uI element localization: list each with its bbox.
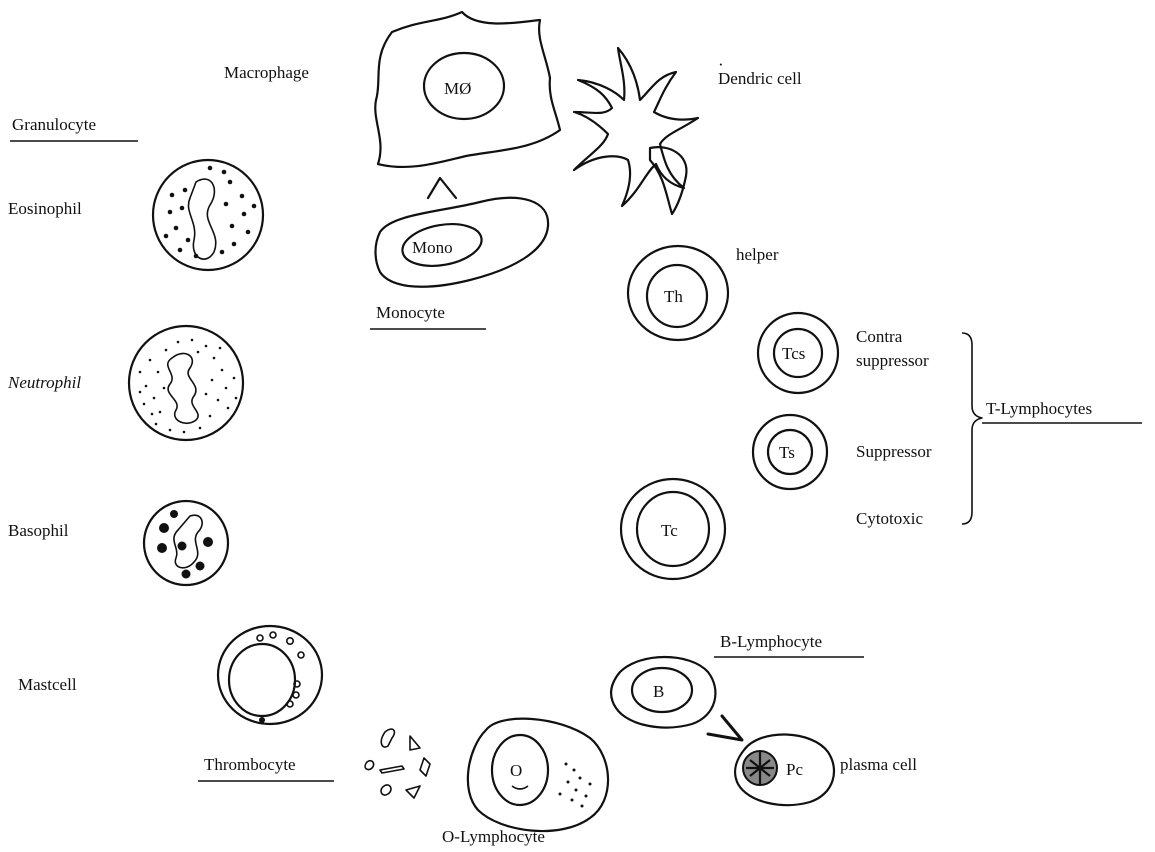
dendric-dot: · <box>718 55 724 74</box>
granulocyte-label: Granulocyte <box>12 115 96 134</box>
thrombocyte-platelets <box>365 729 430 798</box>
t-lymphocyte-brace <box>962 333 982 524</box>
mastcell-label: Mastcell <box>18 675 77 694</box>
contra-label: Contra <box>856 327 903 346</box>
o-lymphocyte-cell: O <box>468 719 608 831</box>
monocyte-cell: Mono <box>376 198 549 287</box>
eosinophil-label: Eosinophil <box>8 199 82 218</box>
granulocyte-heading: Granulocyte <box>10 115 138 141</box>
basophil-label: Basophil <box>8 521 69 540</box>
ts-cell: Ts <box>753 415 827 489</box>
b-to-plasma-arrow <box>708 716 742 740</box>
macrophage-nucleus-label: MØ <box>444 79 471 98</box>
helper-label: helper <box>736 245 779 264</box>
macrophage-label: Macrophage <box>224 63 309 82</box>
monocyte-label: Monocyte <box>376 303 445 322</box>
macrophage-cell: MØ <box>375 12 560 167</box>
b-lymphocyte-label: B-Lymphocyte <box>720 632 822 651</box>
tcs-cell: Tcs <box>758 313 838 393</box>
th-label: Th <box>664 287 683 306</box>
neutrophil-granules <box>139 339 238 434</box>
dendric-cell <box>574 48 698 214</box>
t-lymphocytes-label: T-Lymphocytes <box>986 399 1092 418</box>
cytotoxic-label: Cytotoxic <box>856 509 924 528</box>
o-cell-label: O <box>510 761 522 780</box>
monocyte-to-macrophage-arrow <box>428 178 456 198</box>
pc-label: Pc <box>786 760 803 779</box>
neutrophil-label: Neutrophil <box>7 373 81 392</box>
monocyte-nucleus-label: Mono <box>412 238 453 257</box>
t-lymphocytes-heading: T-Lymphocytes <box>982 399 1142 423</box>
plasma-cell-label: plasma cell <box>840 755 917 774</box>
thrombocyte-heading: Thrombocyte <box>198 755 334 781</box>
tc-cell: Tc <box>621 479 725 579</box>
o-lymphocyte-label: O-Lymphocyte <box>442 827 545 846</box>
eosinophil-granules <box>164 166 257 259</box>
plasma-cell: Pc <box>735 734 834 805</box>
b-lymphocyte-heading: B-Lymphocyte <box>714 632 864 657</box>
b-cell: B <box>611 657 715 727</box>
contra-suppressor-label: suppressor <box>856 351 929 370</box>
neutrophil-cell <box>129 326 243 440</box>
monocyte-heading: Monocyte <box>370 303 486 329</box>
thrombocyte-label: Thrombocyte <box>204 755 296 774</box>
b-label: B <box>653 682 664 701</box>
eosinophil-cell <box>153 160 263 270</box>
basophil-cell <box>144 501 228 585</box>
th-cell: Th <box>628 246 728 340</box>
tc-label: Tc <box>661 521 678 540</box>
suppressor-label: Suppressor <box>856 442 932 461</box>
ts-label: Ts <box>779 443 795 462</box>
dendric-cell-label: Dendric cell <box>718 69 802 88</box>
mastcell-cell <box>218 626 322 724</box>
tcs-label: Tcs <box>782 344 805 363</box>
